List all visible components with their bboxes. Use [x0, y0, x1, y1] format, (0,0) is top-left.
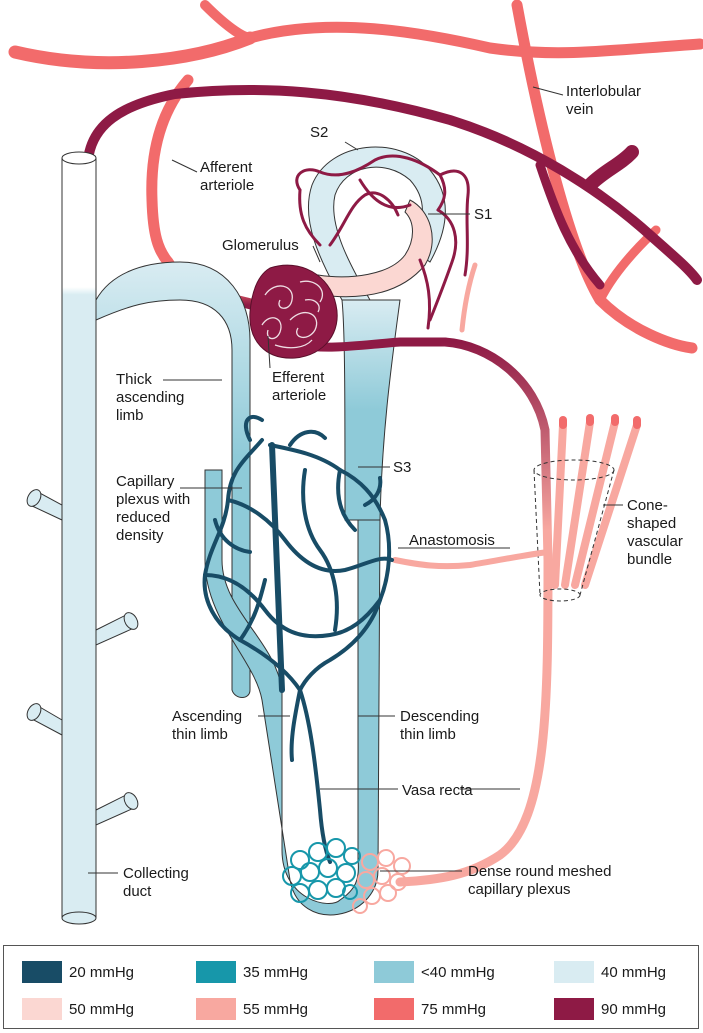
- legend-label: 55 mmHg: [243, 1000, 309, 1018]
- thick-ascending-limb: [95, 261, 251, 698]
- anastomosis-vessel: [392, 549, 551, 570]
- legend-item-55: 55 mmHg: [196, 996, 308, 1022]
- legend-swatch: [374, 961, 414, 983]
- dense-capillary-plexus: [282, 838, 411, 914]
- proximal-s2-loop: [308, 146, 446, 301]
- label-s2: S2: [310, 124, 328, 141]
- legend-item-50: 50 mmHg: [22, 996, 134, 1022]
- legend-swatch: [22, 961, 62, 983]
- legend-swatch: [196, 961, 236, 983]
- leader-lines: [88, 86, 623, 874]
- loop-of-henle: [204, 469, 381, 916]
- capillary-plexus-reduced: [202, 414, 394, 864]
- legend-item-75: 75 mmHg: [374, 996, 486, 1022]
- legend-item-20: 20 mmHg: [22, 959, 134, 985]
- label-vasa-recta: Vasa recta: [402, 782, 473, 799]
- legend-item-35: 35 mmHg: [196, 959, 308, 985]
- proximal-s3: [341, 299, 401, 521]
- legend-label: <40 mmHg: [421, 963, 495, 981]
- legend-label: 40 mmHg: [601, 963, 667, 981]
- legend-item-lt40: <40 mmHg: [374, 959, 495, 985]
- legend-swatch: [554, 998, 594, 1020]
- label-glomerulus: Glomerulus: [222, 237, 299, 254]
- label-s3: S3: [393, 459, 411, 476]
- pressure-legend: 20 mmHg 35 mmHg <40 mmHg 40 mmHg 50 mmHg…: [3, 945, 699, 1029]
- efferent-to-vasa-recta: [395, 337, 553, 887]
- arcuate-vessel-90: [83, 84, 702, 290]
- legend-swatch: [374, 998, 414, 1020]
- legend-swatch: [22, 998, 62, 1020]
- peritubular-capillaries: [295, 154, 470, 344]
- collecting-duct: [26, 151, 139, 925]
- legend-swatch: [554, 961, 594, 983]
- legend-swatch: [196, 998, 236, 1020]
- legend-label: 50 mmHg: [69, 1000, 135, 1018]
- legend-label: 90 mmHg: [601, 1000, 667, 1018]
- legend-label: 75 mmHg: [421, 1000, 487, 1018]
- glomerulus: [249, 264, 338, 359]
- label-anastomosis: Anastomosis: [409, 532, 495, 549]
- legend-item-40: 40 mmHg: [554, 959, 666, 985]
- legend-label: 20 mmHg: [69, 963, 135, 981]
- interlobular-link: [459, 262, 478, 333]
- legend-item-90: 90 mmHg: [554, 996, 666, 1022]
- label-s1: S1: [474, 206, 492, 223]
- legend-label: 35 mmHg: [243, 963, 309, 981]
